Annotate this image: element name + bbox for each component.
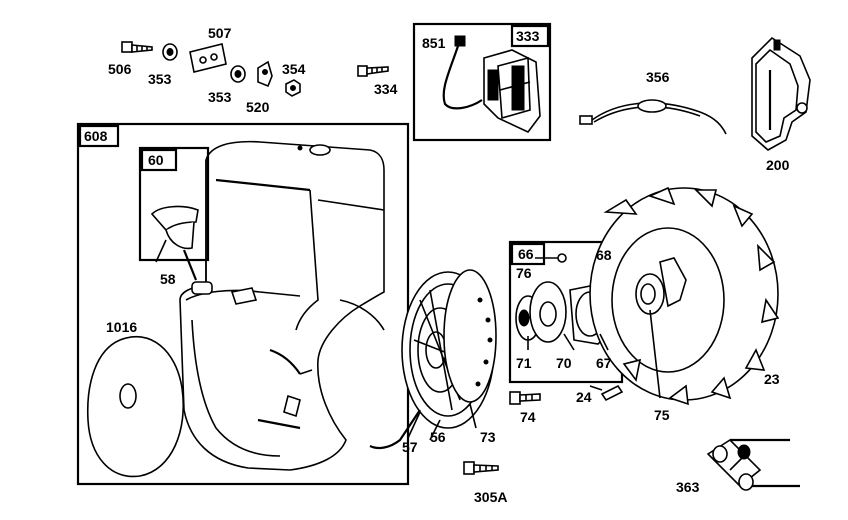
label-71: 71 [516, 355, 532, 371]
label-507: 507 [208, 25, 232, 41]
label-1016: 1016 [106, 319, 137, 335]
label-73: 73 [480, 429, 496, 445]
label-363: 363 [676, 479, 700, 495]
label-356: 356 [646, 69, 670, 85]
screw-74 [509, 391, 541, 405]
label-76: 76 [516, 265, 532, 281]
label-23: 23 [764, 371, 780, 387]
label-24: 24 [576, 389, 592, 405]
label-520: 520 [246, 99, 270, 115]
label-354: 354 [282, 61, 306, 77]
label-334: 334 [374, 81, 398, 97]
label-506: 506 [108, 61, 132, 77]
starter-plate-73 [369, 269, 497, 450]
blower-housing [179, 140, 385, 471]
wire-356 [579, 99, 727, 135]
label-58: 58 [160, 271, 176, 287]
label-56: 56 [430, 429, 446, 445]
label-851: 851 [422, 35, 446, 51]
bracket-363 [706, 438, 800, 491]
label-333: 333 [516, 28, 540, 44]
label-75: 75 [654, 407, 670, 423]
screw-334 [357, 65, 389, 77]
label-57: 57 [402, 439, 418, 455]
washer-353-upper [162, 43, 178, 61]
flywheel-23 [589, 186, 780, 406]
box-333 [412, 22, 552, 142]
washer-353-lower [230, 65, 246, 83]
box-60 [138, 146, 213, 295]
label-60: 60 [148, 152, 164, 168]
label-200: 200 [766, 157, 790, 173]
box-608 [76, 122, 410, 486]
label-66: 66 [518, 246, 534, 262]
label-67: 67 [596, 355, 612, 371]
label-608: 608 [84, 128, 108, 144]
plate-507 [189, 43, 227, 73]
bracket-200 [751, 36, 811, 151]
label-353-lower: 353 [208, 89, 232, 105]
label-74: 74 [520, 409, 536, 425]
rotating-screen-1016 [86, 335, 184, 478]
leader-lines [155, 239, 661, 441]
label-68: 68 [596, 247, 612, 263]
nut-354 [285, 79, 301, 97]
screw-305a [463, 461, 499, 475]
label-305a: 305A [474, 489, 507, 505]
label-70: 70 [556, 355, 572, 371]
screw-506 [121, 41, 153, 53]
label-353-upper: 353 [148, 71, 172, 87]
key-24 [600, 384, 624, 402]
bracket-520 [257, 60, 273, 88]
